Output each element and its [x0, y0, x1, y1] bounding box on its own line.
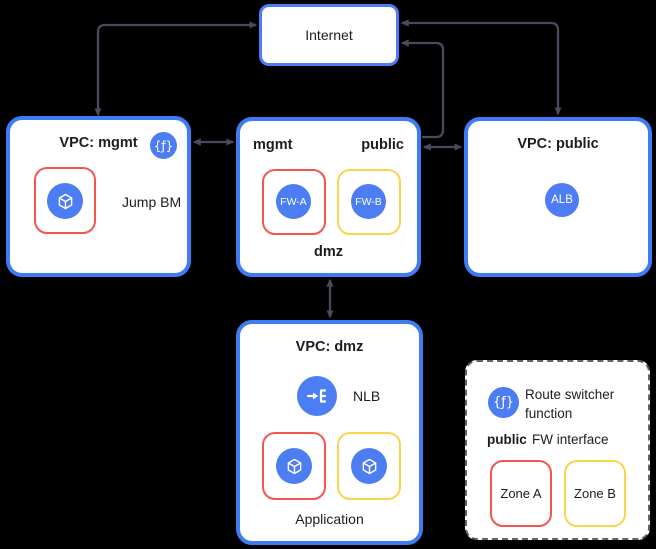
legend-zone-a-label: Zone A	[500, 486, 542, 501]
fw-a-node: FW-A	[276, 184, 311, 219]
function-glyph: {ƒ}	[153, 138, 174, 153]
compute-cube-icon	[362, 458, 376, 474]
compute-cube-icon	[287, 458, 301, 474]
arrow-internet-vpc-public	[400, 19, 562, 116]
route-switcher-function-icon: {ƒ}	[150, 132, 177, 159]
app-node-b	[351, 448, 387, 484]
function-glyph: {ƒ}	[492, 395, 515, 410]
zone-b-frame-fw: FW-B	[337, 169, 401, 235]
alb-node: ALB	[545, 183, 579, 217]
route-switcher-function-icon: {ƒ}	[488, 387, 519, 418]
nlb-label: NLB	[353, 388, 381, 404]
legend-zone-a-frame: Zone A	[490, 460, 552, 527]
internet-node: Internet	[259, 4, 399, 66]
app-node-a	[276, 448, 312, 484]
zone-a-frame-jump	[34, 167, 96, 234]
vpc-public-title: VPC: public	[517, 136, 599, 152]
compute-cube-icon	[58, 193, 72, 209]
arrow-vpc-mgmt-internet	[94, 21, 258, 117]
vpc-mgmt-title: VPC: mgmt	[59, 135, 138, 151]
vpc-public-box: VPC: public ALB	[464, 117, 652, 277]
zone-a-frame-fw: FW-A	[262, 169, 326, 235]
legend-zone-b-frame: Zone B	[564, 460, 626, 527]
subnet-label-dmz: dmz	[314, 244, 343, 260]
internet-label: Internet	[305, 27, 353, 43]
vpc-mgmt-box: VPC: mgmt {ƒ} Jump BM	[6, 116, 191, 277]
zone-a-frame-app	[262, 432, 326, 500]
vpc-dmz-title: VPC: dmz	[295, 339, 364, 355]
jump-bm-node	[47, 183, 83, 219]
fw-b-node: FW-B	[351, 184, 386, 219]
legend-zone-b-label: Zone B	[574, 486, 616, 501]
alb-label: ALB	[551, 194, 573, 206]
fw-a-label: FW-A	[280, 195, 307, 208]
legend-public-label: public	[487, 432, 527, 447]
vpc-dmz-box: VPC: dmz NLB	[236, 320, 423, 545]
fw-b-label: FW-B	[355, 195, 382, 208]
legend-panel: {ƒ} Route switcher function public FW in…	[465, 360, 650, 540]
subnet-label-mgmt: mgmt	[253, 137, 293, 153]
zone-b-frame-app	[337, 432, 401, 500]
load-balancer-icon	[306, 389, 327, 403]
subnet-label-public: public	[361, 137, 404, 153]
legend-route-switcher-label: Route switcher function	[525, 387, 615, 421]
nlb-node	[297, 376, 337, 416]
jump-bm-label: Jump BM	[122, 194, 182, 210]
gateway-subnets-box: mgmt public FW-A FW-B dmz	[236, 117, 421, 277]
application-label: Application	[295, 511, 364, 527]
legend-fw-interface-label: FW interface	[532, 432, 609, 447]
